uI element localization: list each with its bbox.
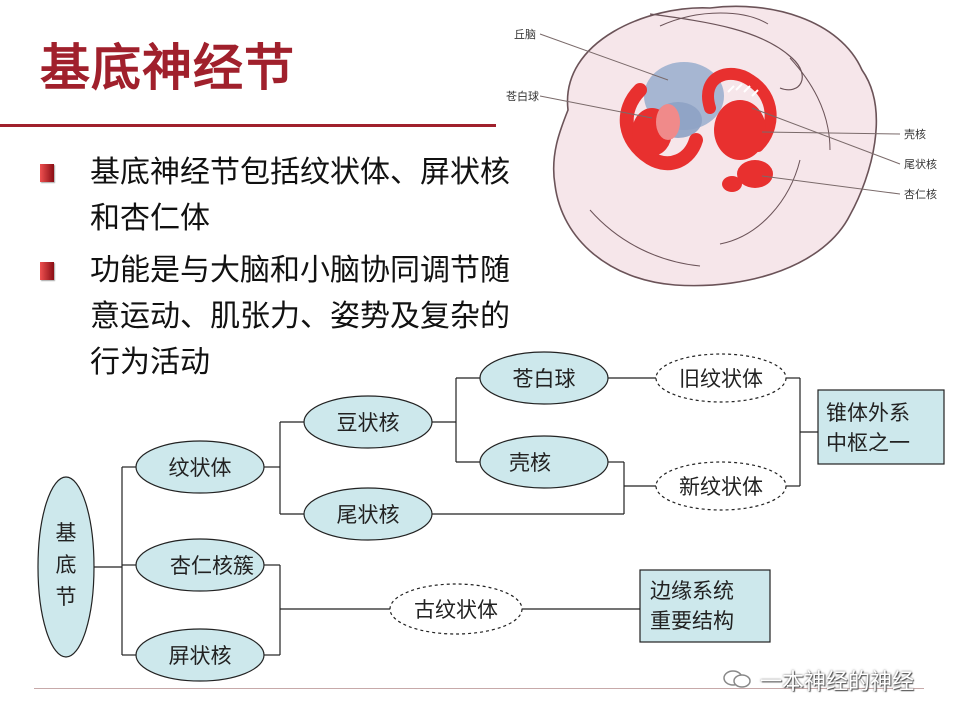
brain-leader-lines (539, 33, 901, 195)
box-zhuiti: 锥体外系 中枢之一 (817, 389, 945, 465)
brain-outline (552, 5, 878, 287)
node-douzhuanghe: 豆状核 (303, 395, 433, 449)
node-label: 苍白球 (513, 367, 576, 391)
box-line: 中枢之一 (826, 431, 910, 455)
classification-diagram: 基 底 节 纹状体 杏仁核簇 屏状核 豆状核 尾状核 苍白球 壳核 旧纹状体 新… (37, 351, 945, 682)
connector-lines (94, 377, 818, 656)
bullet-item: 功能是与大脑和小脑协同调节随 意运动、肌张力、姿势及复杂的 行为活动 (40, 248, 560, 386)
node-jiuwenzhuangti: 旧纹状体 (655, 353, 787, 403)
node-label: 旧纹状体 (679, 367, 763, 391)
box-line: 锥体外系 (826, 401, 910, 425)
bullet-line: 和杏仁体 (90, 201, 210, 236)
page-title: 基底神经节 (40, 39, 295, 97)
node-xinwenzhuangti: 新纹状体 (655, 461, 787, 511)
node-root: 基 底 节 (37, 476, 95, 658)
node-label: 古纹状体 (414, 598, 498, 622)
node-pingzhuanghe: 屏状核 (135, 628, 265, 682)
root-char: 基 (56, 521, 77, 545)
label-xingrenhe: 杏仁核 (904, 187, 937, 201)
label-qiunao: 丘脑 (514, 28, 536, 41)
node-label: 新纹状体 (679, 475, 763, 499)
node-xingrenhecu: 杏仁核簇 (135, 538, 265, 592)
footer-divider (34, 688, 924, 689)
box-line: 重要结构 (650, 609, 734, 633)
bullet-item: 基底神经节包括纹状体、屏状核 和杏仁体 (40, 150, 560, 242)
globus-pallidus-shape (656, 104, 680, 140)
title-underline (0, 124, 496, 127)
node-guwenzhuangti: 古纹状体 (389, 583, 523, 635)
label-weizhuanghe: 尾状核 (904, 157, 937, 171)
node-weizhuanghe: 尾状核 (303, 487, 433, 541)
node-wenzhuangti: 纹状体 (135, 440, 265, 494)
node-cangbaiqiu: 苍白球 (479, 351, 609, 405)
node-label: 尾状核 (337, 503, 400, 527)
bullet-list: 基底神经节包括纹状体、屏状核 和杏仁体 功能是与大脑和小脑协同调节随 意运动、肌… (40, 150, 560, 392)
wechat-icon (723, 670, 751, 688)
bullet-line: 功能是与大脑和小脑协同调节随 (90, 253, 510, 288)
label-cangbaiqiu: 苍白球 (506, 89, 539, 103)
bullet-line: 基底神经节包括纹状体、屏状核 (90, 155, 510, 190)
node-label: 纹状体 (169, 456, 232, 480)
watermark-text: 一本神经的神经 (760, 670, 915, 695)
node-label: 屏状核 (169, 644, 232, 668)
bullet-marker-icon (40, 262, 54, 280)
node-label: 豆状核 (337, 411, 400, 435)
bullet-marker-icon (40, 164, 54, 182)
root-char: 节 (56, 585, 77, 609)
bullet-line: 行为活动 (90, 345, 210, 380)
bullet-line: 意运动、肌张力、姿势及复杂的 (90, 299, 510, 334)
amygdala-shape (722, 160, 773, 192)
box-bianyuan: 边缘系统 重要结构 (639, 569, 771, 643)
node-label: 壳核 (509, 451, 551, 475)
label-kehe: 壳核 (904, 127, 926, 141)
node-kehe: 壳核 (479, 435, 609, 489)
root-char: 底 (56, 553, 77, 577)
box-line: 边缘系统 (650, 579, 734, 603)
node-label: 杏仁核簇 (170, 554, 254, 578)
basal-ganglia-illustration: 丘脑 苍白球 壳核 尾状核 杏仁核 (506, 5, 937, 287)
